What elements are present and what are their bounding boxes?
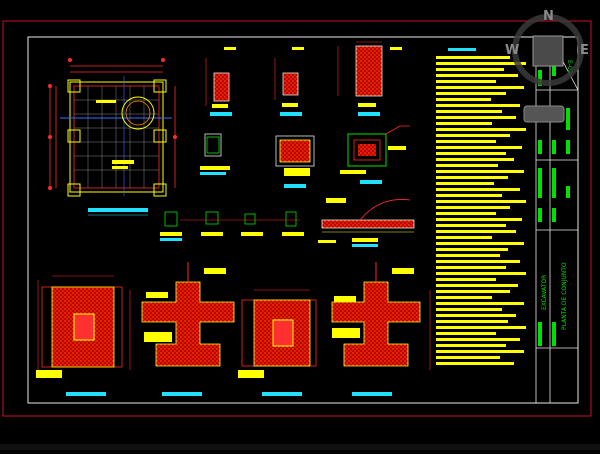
title-block-sheet-code: E-02 [566, 60, 573, 74]
footing-section-2 [331, 262, 431, 396]
footing-section-1 [129, 262, 235, 396]
general-notes [436, 48, 526, 365]
viewcube-west-label[interactable]: W [505, 43, 520, 58]
outer-frame [2, 20, 592, 417]
footing-plan-1 [36, 275, 123, 396]
viewcube-north-label[interactable]: N [543, 9, 554, 24]
status-strip [0, 444, 600, 450]
sheet-border [27, 36, 579, 404]
stirrup-details [160, 211, 304, 241]
viewcube[interactable] [512, 14, 584, 123]
title-block-sheet-title: PLANTA DE CONJUNTO [561, 262, 568, 330]
viewcube-east-label[interactable]: E [580, 43, 589, 58]
middle-details [200, 125, 410, 188]
footing-plan-2 [238, 289, 317, 396]
title-block-project: EXCAVATOR [541, 275, 548, 310]
title-block-frame [535, 36, 579, 403]
foundation-plan [48, 58, 177, 216]
viewcube-home-button [523, 105, 565, 123]
viewcube-face [532, 35, 564, 67]
slab-section [318, 198, 415, 247]
column-sections [205, 41, 402, 116]
